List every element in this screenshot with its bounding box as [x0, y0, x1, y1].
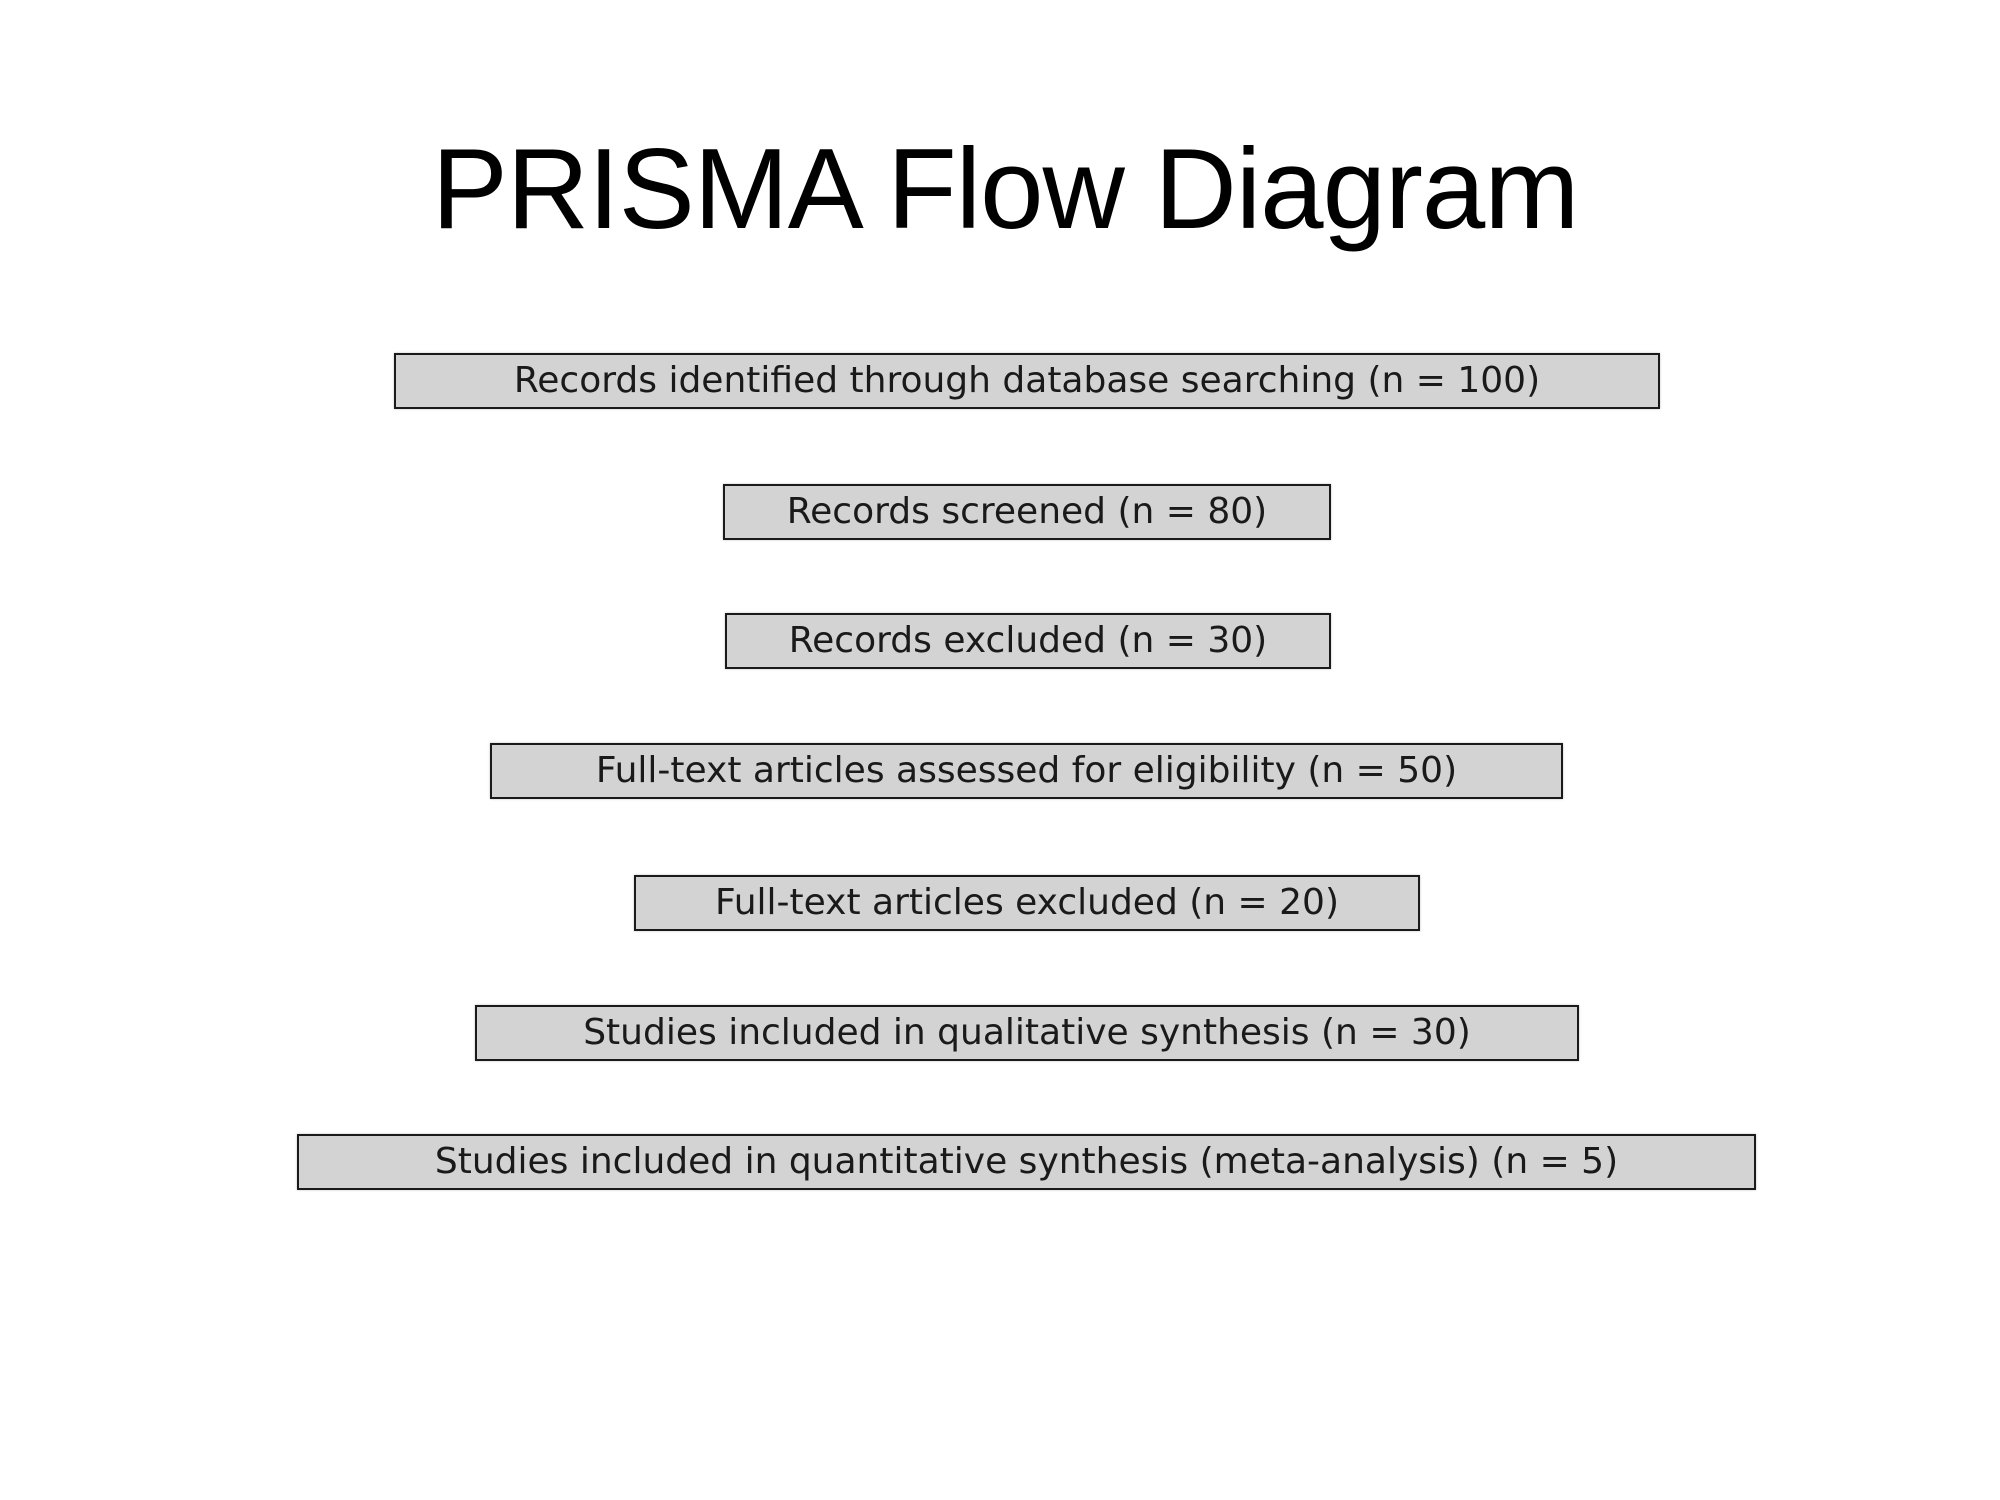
records-screened-box: Records screened (n = 80) — [723, 484, 1331, 540]
full-text-assessed-box: Full-text articles assessed for eligibil… — [490, 743, 1563, 799]
full-text-excluded-box: Full-text articles excluded (n = 20) — [634, 875, 1420, 931]
qualitative-synthesis-box: Studies included in qualitative synthesi… — [475, 1005, 1579, 1061]
records-excluded-box: Records excluded (n = 30) — [725, 613, 1331, 669]
quantitative-synthesis-box: Studies included in quantitative synthes… — [297, 1134, 1756, 1190]
slide-title: PRISMA Flow Diagram — [431, 126, 1580, 253]
records-identified-box: Records identified through database sear… — [394, 353, 1660, 409]
